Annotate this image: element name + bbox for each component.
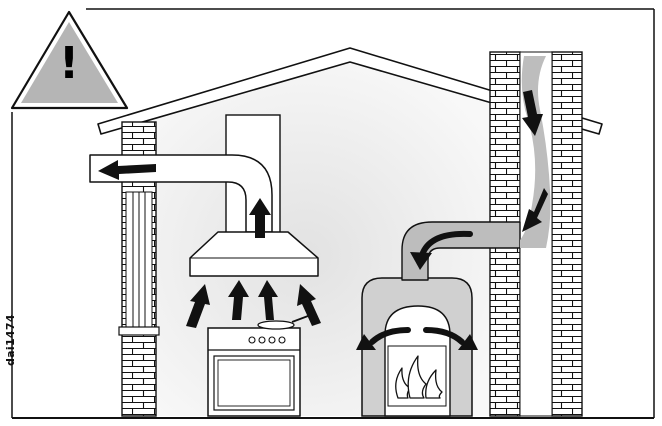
pan <box>257 315 309 330</box>
warning-exclamation: ! <box>58 38 80 89</box>
cooker <box>207 327 301 417</box>
fire-flames <box>395 355 443 399</box>
exhaust-arrow <box>98 160 156 180</box>
flue-back-arrow <box>419 230 473 258</box>
fireplace-smoke-arrows <box>356 327 478 350</box>
cooking-fume-arrows <box>186 280 321 328</box>
warning-triangle-icon <box>10 10 129 110</box>
chimney-downdraft-arrows <box>522 90 548 232</box>
hood-up-arrow <box>249 198 271 238</box>
roof <box>97 47 603 135</box>
outer-frame <box>11 8 655 419</box>
diagram-code-label: dai1474 <box>4 314 17 366</box>
